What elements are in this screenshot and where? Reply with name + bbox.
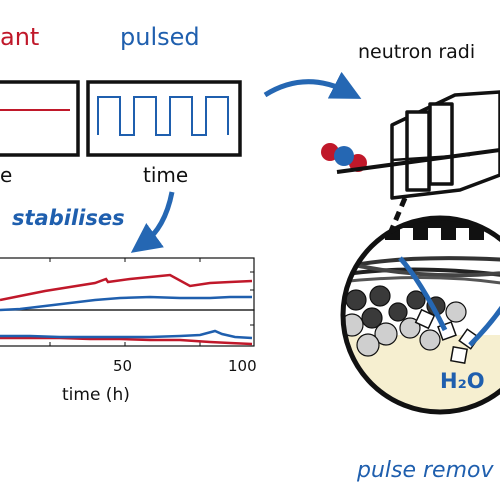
chart-frame-top: [0, 257, 255, 311]
chart-ticks: [49, 258, 254, 346]
constant-label: ant: [0, 23, 39, 51]
water-label: H₂O: [440, 369, 485, 393]
time-label-left: e: [0, 163, 12, 187]
pulse-removes-label: pulse remov: [356, 458, 494, 483]
series-constant-bottom: [0, 336, 253, 346]
series-pulsed-top: [0, 295, 252, 312]
series-constant-top: [0, 273, 253, 302]
pulsed-signal-box: [86, 80, 242, 157]
x-tick-50: 50: [113, 357, 132, 375]
chart-frame-bottom: [0, 309, 255, 347]
constant-signal-box: [0, 80, 80, 157]
neutron-label: neutron radi: [358, 41, 475, 63]
series-pulsed-bottom: [0, 329, 253, 340]
arrow-to-chart: [130, 191, 175, 253]
x-axis-label: time (h): [62, 385, 130, 405]
time-label-right: time: [143, 163, 188, 187]
magnified-view-border: [340, 215, 500, 415]
pulsed-signal-wave: [97, 96, 229, 136]
stabilises-label: stabilises: [12, 206, 125, 230]
x-tick-100: 100: [228, 357, 257, 375]
fuel-cell-assembly-icon: [336, 90, 500, 200]
arrow-to-neutron: [263, 71, 362, 99]
pulsed-label: pulsed: [120, 23, 200, 51]
